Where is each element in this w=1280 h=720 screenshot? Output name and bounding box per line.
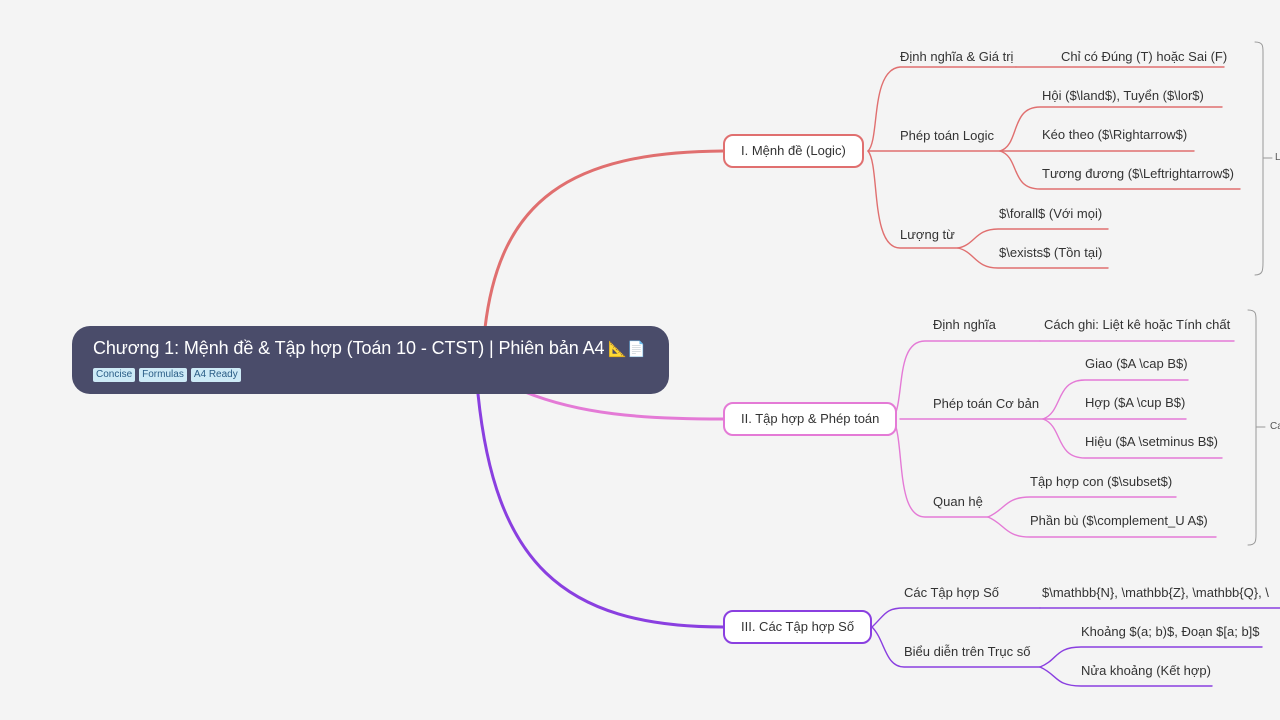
connector-root-number-sets bbox=[476, 392, 725, 629]
leaf-true-false[interactable]: Chỉ có Đúng (T) hoặc Sai (F) bbox=[1061, 49, 1228, 64]
connector-number-line bbox=[871, 626, 1041, 668]
leaf-intervals[interactable]: Khoảng $(a; b)$, Đoạn $[a; b]$ bbox=[1081, 624, 1260, 639]
topic-definition-value[interactable]: Định nghĩa & Giá trị bbox=[900, 49, 1014, 64]
connector-difference bbox=[1042, 418, 1223, 459]
topic-number-line[interactable]: Biểu diễn trên Trục số bbox=[904, 644, 1031, 659]
topic-logic-operations[interactable]: Phép toán Logic bbox=[900, 128, 994, 143]
summary-bracket-sets bbox=[1247, 309, 1257, 546]
leaf-and-or[interactable]: Hội ($\land$), Tuyển ($\lor$) bbox=[1042, 88, 1204, 103]
leaf-implies[interactable]: Kéo theo ($\Rightarrow$) bbox=[1042, 127, 1188, 142]
tag-formulas[interactable]: Formulas bbox=[139, 368, 187, 382]
connector-and-or bbox=[999, 106, 1223, 152]
connector-number-sets bbox=[871, 607, 1041, 628]
branch-sets[interactable]: II. Tập hợp & Phép toán bbox=[723, 402, 898, 436]
leaf-notation[interactable]: Cách ghi: Liệt kê hoặc Tính chất bbox=[1044, 317, 1231, 332]
connector-subset bbox=[987, 496, 1177, 518]
topic-basic-operations[interactable]: Phép toán Cơ bản bbox=[933, 396, 1040, 411]
leaf-exists[interactable]: $\exists$ (Tồn tại) bbox=[999, 245, 1103, 260]
leaf-union[interactable]: Hợp ($A \cup B$) bbox=[1085, 395, 1186, 410]
branch-number-sets[interactable]: III. Các Tập hợp Số bbox=[723, 610, 873, 644]
root-topic[interactable]: Chương 1: Mệnh đề & Tập hợp (Toán 10 - C… bbox=[72, 326, 669, 394]
topic-quantifiers[interactable]: Lượng từ bbox=[900, 227, 955, 242]
leaf-equivalent[interactable]: Tương đương ($\Leftrightarrow$) bbox=[1042, 166, 1234, 181]
connector-forall bbox=[957, 228, 1109, 249]
connector-root-logic bbox=[483, 149, 725, 330]
connector-half-intervals bbox=[1039, 666, 1213, 687]
leaf-difference[interactable]: Hiệu ($A \setminus B$) bbox=[1085, 434, 1218, 449]
connector-equivalent bbox=[999, 150, 1241, 190]
tag-a4-ready[interactable]: A4 Ready bbox=[190, 368, 241, 382]
connector-quantifiers bbox=[867, 150, 959, 249]
leaf-half-intervals[interactable]: Nửa khoảng (Kết hợp) bbox=[1081, 663, 1211, 678]
summary-label-sets: Ca bbox=[1270, 421, 1280, 432]
topic-relations[interactable]: Quan hệ bbox=[933, 494, 983, 509]
leaf-complement[interactable]: Phần bù ($\complement_U A$) bbox=[1030, 513, 1208, 528]
connector-intersection bbox=[1042, 379, 1189, 420]
connector-complement bbox=[987, 516, 1217, 538]
leaf-forall[interactable]: $\forall$ (Với mọi) bbox=[999, 206, 1103, 221]
connector-exists bbox=[957, 247, 1109, 269]
ruler-document-icon: 📐📄 bbox=[608, 341, 646, 358]
tag-concise[interactable]: Concise bbox=[93, 368, 136, 382]
leaf-number-set-symbols[interactable]: $\mathbb{N}, \mathbb{Z}, \mathbb{Q}, \ bbox=[1042, 585, 1269, 600]
leaf-intersection[interactable]: Giao ($A \cap B$) bbox=[1085, 356, 1188, 371]
root-title-text: Chương 1: Mệnh đề & Tập hợp (Toán 10 - C… bbox=[93, 338, 605, 358]
connector-definition-value bbox=[867, 66, 1017, 152]
connector-root-sets bbox=[523, 390, 725, 421]
summary-label-logic: L bbox=[1275, 152, 1280, 163]
summary-bracket-logic bbox=[1254, 41, 1264, 276]
leaf-subset[interactable]: Tập hợp con ($\subset$) bbox=[1030, 474, 1173, 489]
connector-intervals bbox=[1039, 646, 1263, 668]
topic-number-sets[interactable]: Các Tập hợp Số bbox=[904, 585, 1000, 600]
connector-relations bbox=[892, 418, 989, 518]
topic-set-definition[interactable]: Định nghĩa bbox=[933, 317, 996, 332]
root-topic-title: Chương 1: Mệnh đề & Tập hợp (Toán 10 - C… bbox=[93, 336, 648, 362]
root-tags: Concise Formulas A4 Ready bbox=[93, 368, 648, 382]
branch-logic[interactable]: I. Mệnh đề (Logic) bbox=[723, 134, 864, 168]
